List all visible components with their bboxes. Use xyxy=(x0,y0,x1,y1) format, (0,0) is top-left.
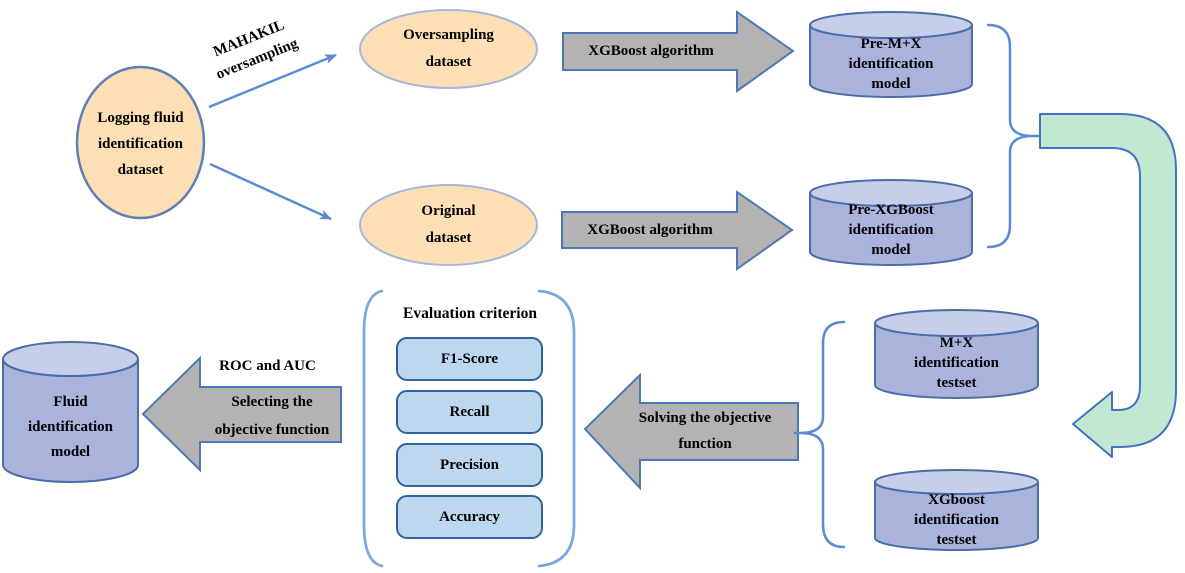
oversampling-line2: dataset xyxy=(425,54,472,70)
logging-dataset-line3: dataset xyxy=(117,162,164,178)
solving-objective-arrow xyxy=(583,372,799,491)
xgboost-testset-label: XGboost identification testset xyxy=(877,481,1036,559)
selecting-objective-arrow xyxy=(141,355,342,473)
roc-auc-label: ROC and AUC xyxy=(200,356,335,376)
evaluation-right-paren xyxy=(537,289,576,568)
criterion-f1-score-label: F1-Score xyxy=(440,350,499,367)
selecting-objective-arrow-label: Selecting the objective function xyxy=(193,388,351,444)
mx-testset-line2: identification xyxy=(914,355,999,371)
oversampling-dataset-ellipse xyxy=(359,9,538,89)
fluid-model-label: Fluid identification model xyxy=(8,372,133,482)
split-arrow-to-oversampling xyxy=(208,53,337,109)
selecting-line2: objective function xyxy=(214,422,330,438)
criterion-box-precision: Precision xyxy=(396,443,543,487)
mx-testset-line3: testset xyxy=(936,375,977,391)
criterion-accuracy-label: Accuracy xyxy=(439,508,500,525)
pre-mx-model-label: Pre-M+X identification model xyxy=(812,25,970,103)
xgboost-testset-cylinder xyxy=(874,469,1039,551)
original-dataset-ellipse xyxy=(359,184,538,266)
criterion-box-recall: Recall xyxy=(396,390,543,434)
logging-dataset-line1: Logging fluid xyxy=(97,110,184,126)
green-elbow-arrow xyxy=(1039,113,1177,458)
solving-line1: Solving the objective xyxy=(638,410,772,426)
pre-xgboost-model-label: Pre-XGBoost identification model xyxy=(812,191,970,269)
fluid-model-cylinder xyxy=(1,341,139,483)
solving-line2: function xyxy=(678,436,732,452)
logging-dataset-label: Logging fluid identification dataset xyxy=(84,103,197,185)
mx-testset-cylinder xyxy=(874,309,1039,399)
pre-xgboost-model-cylinder xyxy=(809,179,973,266)
evaluation-left-paren xyxy=(362,289,384,568)
original-line2: dataset xyxy=(425,230,472,246)
oversampling-line1: Oversampling xyxy=(403,27,494,43)
evaluation-criterion-text: Evaluation criterion xyxy=(403,305,537,322)
xgboost-testset-line1: XGboost xyxy=(928,492,985,508)
fluid-model-line3: model xyxy=(50,443,91,460)
fluid-model-line2: identification xyxy=(28,418,113,435)
xgboost-algorithm-arrow-top xyxy=(562,10,795,93)
testsets-brace xyxy=(793,320,846,549)
logging-dataset-line2: identification xyxy=(98,136,183,152)
pre-mx-model-cylinder xyxy=(809,11,973,98)
pre-xgboost-line3: model xyxy=(871,242,911,258)
split-arrow-to-original xyxy=(209,162,332,221)
evaluation-criterion-title: Evaluation criterion xyxy=(380,303,560,325)
xgboost-testset-line2: identification xyxy=(914,512,999,528)
criterion-recall-label: Recall xyxy=(449,403,490,420)
criterion-box-f1-score: F1-Score xyxy=(396,337,543,381)
pre-mx-line3: model xyxy=(871,76,911,92)
xgboost-arrow-bottom-text: XGBoost algorithm xyxy=(587,221,713,238)
criterion-precision-label: Precision xyxy=(440,456,499,473)
original-dataset-label: Original dataset xyxy=(369,189,528,261)
xgboost-testset-line3: testset xyxy=(936,532,977,548)
selecting-line1: Selecting the xyxy=(231,394,313,410)
oversampling-dataset-label: Oversampling dataset xyxy=(369,13,528,85)
pre-xgboost-line2: identification xyxy=(848,222,934,238)
xgboost-arrow-bottom-label: XGBoost algorithm xyxy=(562,211,738,249)
mx-testset-label: M+X identification testset xyxy=(877,324,1036,402)
fluid-model-line1: Fluid xyxy=(53,393,88,410)
logging-dataset-ellipse xyxy=(75,65,206,220)
solving-objective-arrow-label: Solving the objective function xyxy=(606,392,804,470)
criterion-box-accuracy: Accuracy xyxy=(396,495,543,539)
mx-testset-line1: M+X xyxy=(939,335,974,351)
pre-mx-line2: identification xyxy=(848,56,934,72)
original-line1: Original xyxy=(421,203,476,219)
xgboost-algorithm-arrow-bottom xyxy=(561,190,794,271)
xgboost-arrow-top-label: XGBoost algorithm xyxy=(563,32,739,70)
models-brace xyxy=(986,23,1042,249)
pre-mx-line1: Pre-M+X xyxy=(860,36,922,52)
roc-auc-text: ROC and AUC xyxy=(219,357,316,374)
pre-xgboost-line1: Pre-XGBoost xyxy=(848,202,934,218)
xgboost-arrow-top-text: XGBoost algorithm xyxy=(588,42,714,59)
